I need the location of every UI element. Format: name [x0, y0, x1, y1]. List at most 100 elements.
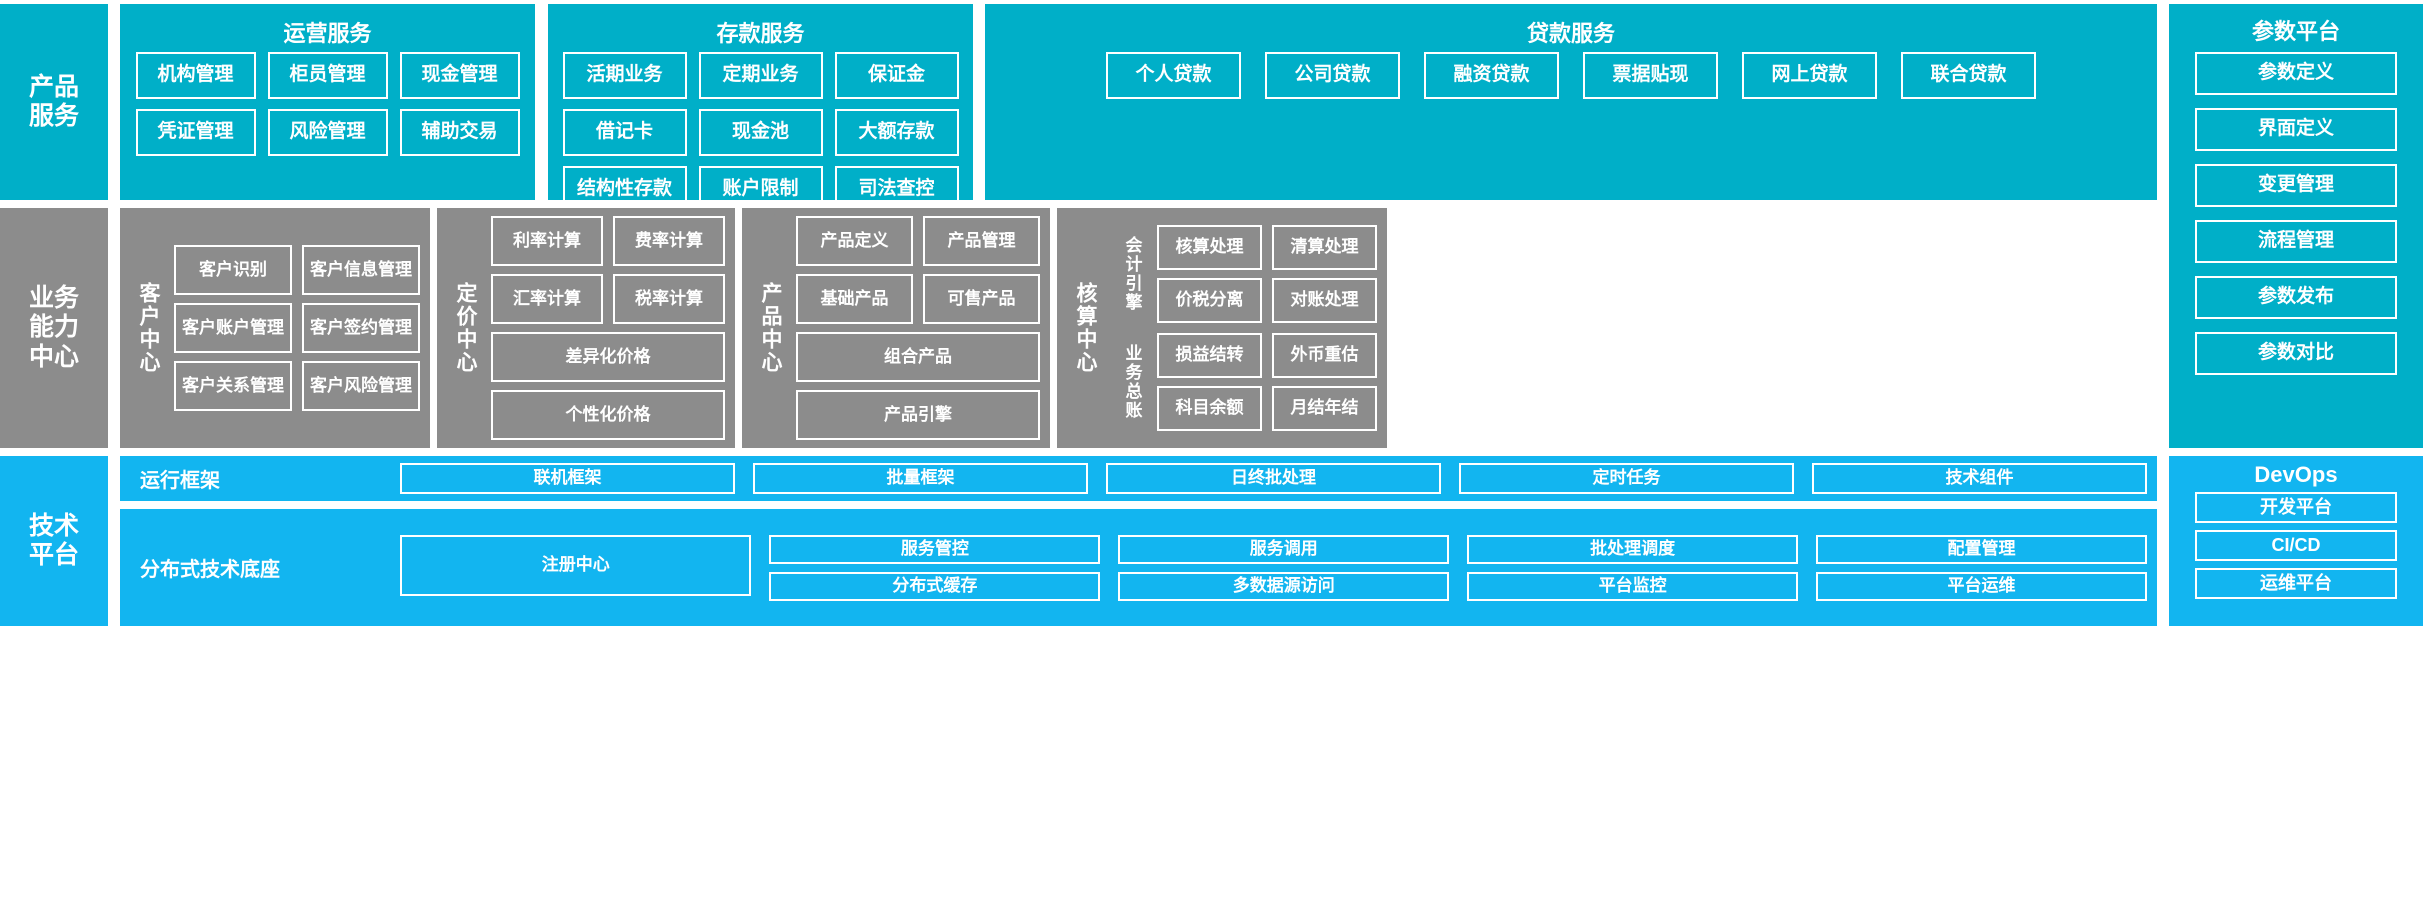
service-box-piao-ju-tie-xian[interactable]: 票据贴现 — [1583, 52, 1718, 99]
capability-box-zu-he-chan-pin[interactable]: 组合产品 — [796, 332, 1040, 382]
param-box-can-shu-fa-bu[interactable]: 参数发布 — [2195, 276, 2397, 319]
devops-box-kai-fa-ping-tai[interactable]: 开发平台 — [2195, 492, 2397, 523]
pricing-center-body: 利率计算 费率计算 汇率计算 税率计算 差异化价格 个性化价格 — [487, 208, 735, 448]
center-label-accounting: 核算中心 — [1074, 282, 1097, 374]
pricing-center-row: 个性化价格 — [491, 390, 725, 440]
capability-box-ke-hu-qian-yue-guan-li[interactable]: 客户签约管理 — [302, 303, 420, 353]
devops-box-ci-cd[interactable]: CI/CD — [2195, 530, 2397, 561]
product-center-body: 产品定义 产品管理 基础产品 可售产品 组合产品 产品引擎 — [792, 208, 1050, 448]
service-box-gong-si-dai-kuan[interactable]: 公司贷款 — [1265, 52, 1400, 99]
capability-box-yue-jie-nian-jie[interactable]: 月结年结 — [1272, 386, 1377, 431]
tech-box-lian-ji-kuang-jia[interactable]: 联机框架 — [400, 463, 735, 494]
devops-box-yun-wei-ping-tai[interactable]: 运维平台 — [2195, 568, 2397, 599]
capability-box-ke-mu-yu-e[interactable]: 科目余额 — [1157, 386, 1262, 431]
tech-box-zhu-ce-zhong-xin[interactable]: 注册中心 — [400, 534, 752, 596]
service-box-xian-jin-chi[interactable]: 现金池 — [698, 109, 823, 156]
product-center-row: 组合产品 — [796, 332, 1040, 382]
capability-box-ke-hu-guan-xi-guan-li[interactable]: 客户关系管理 — [174, 361, 292, 411]
tech-box-fu-wu-diao-yong[interactable]: 服务调用 — [1118, 534, 1450, 564]
accounting-engine-row: 核算处理 清算处理 — [1157, 225, 1377, 270]
capability-box-hui-lv-ji-suan[interactable]: 汇率计算 — [491, 274, 603, 324]
tech-box-duo-shu-ju-yuan-fang-wen[interactable]: 多数据源访问 — [1118, 571, 1450, 601]
capability-box-fei-lv-ji-suan[interactable]: 费率计算 — [613, 216, 725, 266]
row-product-service: 产品 服务 运营服务 机构管理 柜员管理 现金管理 凭证管理 风险管理 辅助交易… — [0, 4, 2423, 213]
row-technical-platform: 技术 平台 运行框架 联机框架 批量框架 日终批处理 定时任务 技术组件 分布式… — [0, 456, 2423, 626]
capability-box-ke-hu-zhang-hu-guan-li[interactable]: 客户账户管理 — [174, 303, 292, 353]
tech-box-pi-liang-kuang-jia[interactable]: 批量框架 — [753, 463, 1088, 494]
devops-list: 开发平台 CI/CD 运维平台 — [2195, 492, 2397, 599]
service-box-ping-zheng-guan-li[interactable]: 凭证管理 — [135, 109, 256, 156]
capability-box-jia-shui-fen-li[interactable]: 价税分离 — [1157, 278, 1262, 323]
accounting-ledger-row: 科目余额 月结年结 — [1157, 386, 1377, 431]
service-box-xian-jin-guan-li[interactable]: 现金管理 — [399, 52, 520, 99]
service-box-si-fa-cha-kong[interactable]: 司法查控 — [834, 166, 959, 213]
capability-box-ke-hu-feng-xian-guan-li[interactable]: 客户风险管理 — [302, 361, 420, 411]
tech-box-pi-chu-li-diao-du[interactable]: 批处理调度 — [1467, 534, 1799, 564]
tech-box-pei-zhi-guan-li[interactable]: 配置管理 — [1816, 534, 2147, 564]
accounting-ledger-row: 损益结转 外币重估 — [1157, 333, 1377, 378]
panel-parameter-platform: 参数平台 参数定义 界面定义 变更管理 流程管理 参数发布 参数对比 — [2169, 4, 2423, 448]
service-box-ding-qi-ye-wu[interactable]: 定期业务 — [698, 52, 823, 99]
param-box-bian-geng-guan-li[interactable]: 变更管理 — [2195, 164, 2397, 207]
tech-box-ping-tai-yun-wei[interactable]: 平台运维 — [1816, 571, 2147, 601]
capability-box-he-suan-chu-li[interactable]: 核算处理 — [1157, 225, 1262, 270]
service-box-jie-gou-xing-cun-kuan[interactable]: 结构性存款 — [562, 166, 687, 213]
capability-box-cha-yi-hua-jia-ge[interactable]: 差异化价格 — [491, 332, 725, 382]
service-box-jie-ji-ka[interactable]: 借记卡 — [562, 109, 687, 156]
panel-deposit-service: 存款服务 活期业务 定期业务 保证金 借记卡 现金池 大额存款 结构性存款 账户… — [548, 4, 973, 213]
param-box-liu-cheng-guan-li[interactable]: 流程管理 — [2195, 220, 2397, 263]
capability-box-ke-hu-xin-xi-guan-li[interactable]: 客户信息管理 — [302, 245, 420, 295]
panel-operation-service: 运营服务 机构管理 柜员管理 现金管理 凭证管理 风险管理 辅助交易 — [120, 4, 535, 200]
tech-box-ping-tai-jian-kong[interactable]: 平台监控 — [1467, 571, 1799, 601]
service-box-feng-xian-guan-li[interactable]: 风险管理 — [267, 109, 388, 156]
service-box-ge-ren-dai-kuan[interactable]: 个人贷款 — [1106, 52, 1241, 99]
distributed-base-cells: 注册中心 服务管控 分布式缓存 服务调用 多数据源访问 批处理调度 平台监控 配… — [400, 534, 2147, 601]
right-column: 参数平台 参数定义 界面定义 变更管理 流程管理 参数发布 参数对比 DevOp… — [2169, 0, 2423, 919]
service-box-lian-he-dai-kuan[interactable]: 联合贷款 — [1901, 52, 2036, 99]
service-box-fu-zhu-jiao-yi[interactable]: 辅助交易 — [399, 109, 520, 156]
loan-service-grid: 个人贷款 公司贷款 融资贷款 票据贴现 网上贷款 联合贷款 — [985, 52, 2157, 99]
row-label-line-2: 服务 — [28, 102, 79, 130]
capability-box-qing-suan-chu-li[interactable]: 清算处理 — [1272, 225, 1377, 270]
capability-box-dui-zhang-chu-li[interactable]: 对账处理 — [1272, 278, 1377, 323]
customer-center-body: 客户识别 客户信息管理 客户账户管理 客户签约管理 客户关系管理 客户风险管理 — [170, 208, 430, 448]
service-box-ji-gou-guan-li[interactable]: 机构管理 — [135, 52, 256, 99]
capability-box-chan-pin-ding-yi[interactable]: 产品定义 — [796, 216, 913, 266]
tech-box-fu-wu-guan-kong[interactable]: 服务管控 — [769, 534, 1101, 564]
capability-box-ke-hu-shi-bie[interactable]: 客户识别 — [174, 245, 292, 295]
service-box-gui-yuan-guan-li[interactable]: 柜员管理 — [267, 52, 388, 99]
accounting-ledger-cells: 损益结转 外币重估 科目余额 月结年结 — [1157, 333, 1377, 431]
capability-box-ge-xing-hua-jia-ge[interactable]: 个性化价格 — [491, 390, 725, 440]
tech-box-ji-shu-zu-jian[interactable]: 技术组件 — [1812, 463, 2147, 494]
capability-box-chan-pin-yin-qing[interactable]: 产品引擎 — [796, 390, 1040, 440]
param-box-jie-mian-ding-yi[interactable]: 界面定义 — [2195, 108, 2397, 151]
capability-box-ji-chu-chan-pin[interactable]: 基础产品 — [796, 274, 913, 324]
capability-box-wai-bi-zhong-gu[interactable]: 外币重估 — [1272, 333, 1377, 378]
panel-title-loan-service: 贷款服务 — [1526, 21, 1615, 46]
param-box-can-shu-ding-yi[interactable]: 参数定义 — [2195, 52, 2397, 95]
capability-box-li-lv-ji-suan[interactable]: 利率计算 — [491, 216, 603, 266]
capability-box-shui-lv-ji-suan[interactable]: 税率计算 — [613, 274, 725, 324]
distributed-base-column: 服务调用 多数据源访问 — [1118, 534, 1450, 601]
service-box-rong-zi-dai-kuan[interactable]: 融资贷款 — [1424, 52, 1559, 99]
product-center-row: 产品引擎 — [796, 390, 1040, 440]
service-box-zhang-hu-xian-zhi[interactable]: 账户限制 — [698, 166, 823, 213]
accounting-engine-cells: 核算处理 清算处理 价税分离 对账处理 — [1157, 225, 1377, 323]
service-box-wang-shang-dai-kuan[interactable]: 网上贷款 — [1742, 52, 1877, 99]
accounting-group-engine: 会计引擎 核算处理 清算处理 价税分离 对账处理 — [1107, 225, 1377, 323]
service-box-da-e-cun-kuan[interactable]: 大额存款 — [834, 109, 959, 156]
service-box-huo-qi-ye-wu[interactable]: 活期业务 — [562, 52, 687, 99]
row-business-capability: 业务 能力 中心 客户中心 客户识别 客户信息管理 客户账户管理 客户签约管理 … — [0, 208, 2423, 448]
service-box-bao-zheng-jin[interactable]: 保证金 — [834, 52, 959, 99]
param-box-can-shu-dui-bi[interactable]: 参数对比 — [2195, 332, 2397, 375]
tech-box-ding-shi-ren-wu[interactable]: 定时任务 — [1459, 463, 1794, 494]
distributed-base-column: 配置管理 平台运维 — [1816, 534, 2147, 601]
capability-box-ke-shou-chan-pin[interactable]: 可售产品 — [923, 274, 1040, 324]
row-label-product-service: 产品 服务 — [0, 4, 108, 200]
accounting-sublabel-ledger: 业务总账 — [1122, 344, 1142, 420]
capability-box-chan-pin-guan-li[interactable]: 产品管理 — [923, 216, 1040, 266]
tech-box-fen-bu-shi-huan-cun[interactable]: 分布式缓存 — [769, 571, 1101, 601]
row-label-line-1: 业务 — [28, 283, 79, 312]
capability-box-sun-yi-jie-zhuan[interactable]: 损益结转 — [1157, 333, 1262, 378]
tech-box-ri-zhong-pi-chu-li[interactable]: 日终批处理 — [1106, 463, 1441, 494]
